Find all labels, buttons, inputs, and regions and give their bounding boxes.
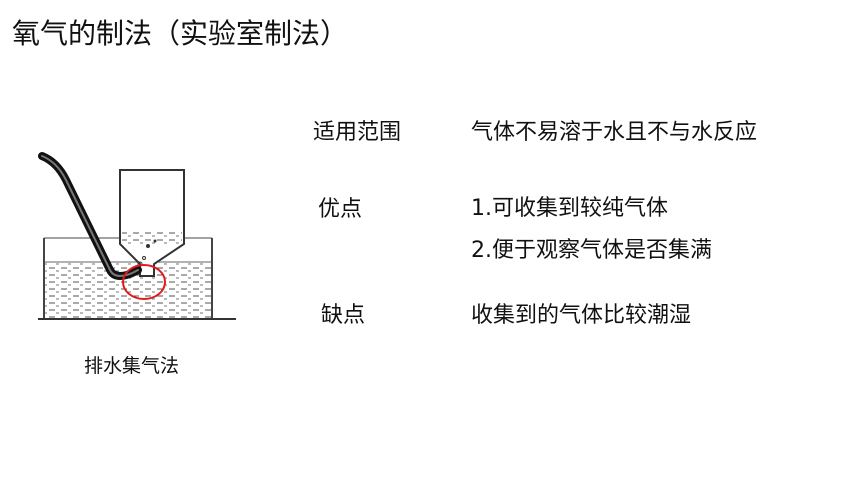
advantages-label: 优点 [318, 197, 363, 222]
advantage-item-1: 1.可收集到较纯气体 [471, 196, 668, 221]
range-value: 气体不易溶于水且不与水反应 [471, 120, 758, 145]
range-label: 适用范围 [313, 120, 402, 145]
advantage-item-2: 2.便于观察气体是否集满 [471, 238, 712, 263]
highlight-circle [122, 264, 166, 300]
page-title: 氧气的制法（实验室制法） [12, 17, 349, 50]
disadvantages-label: 缺点 [321, 303, 366, 328]
figure-caption: 排水集气法 [84, 355, 180, 377]
gas-collection-diagram-icon [38, 152, 236, 320]
disadvantages-value: 收集到的气体比较潮湿 [471, 303, 692, 328]
water-displacement-figure [36, 146, 240, 346]
